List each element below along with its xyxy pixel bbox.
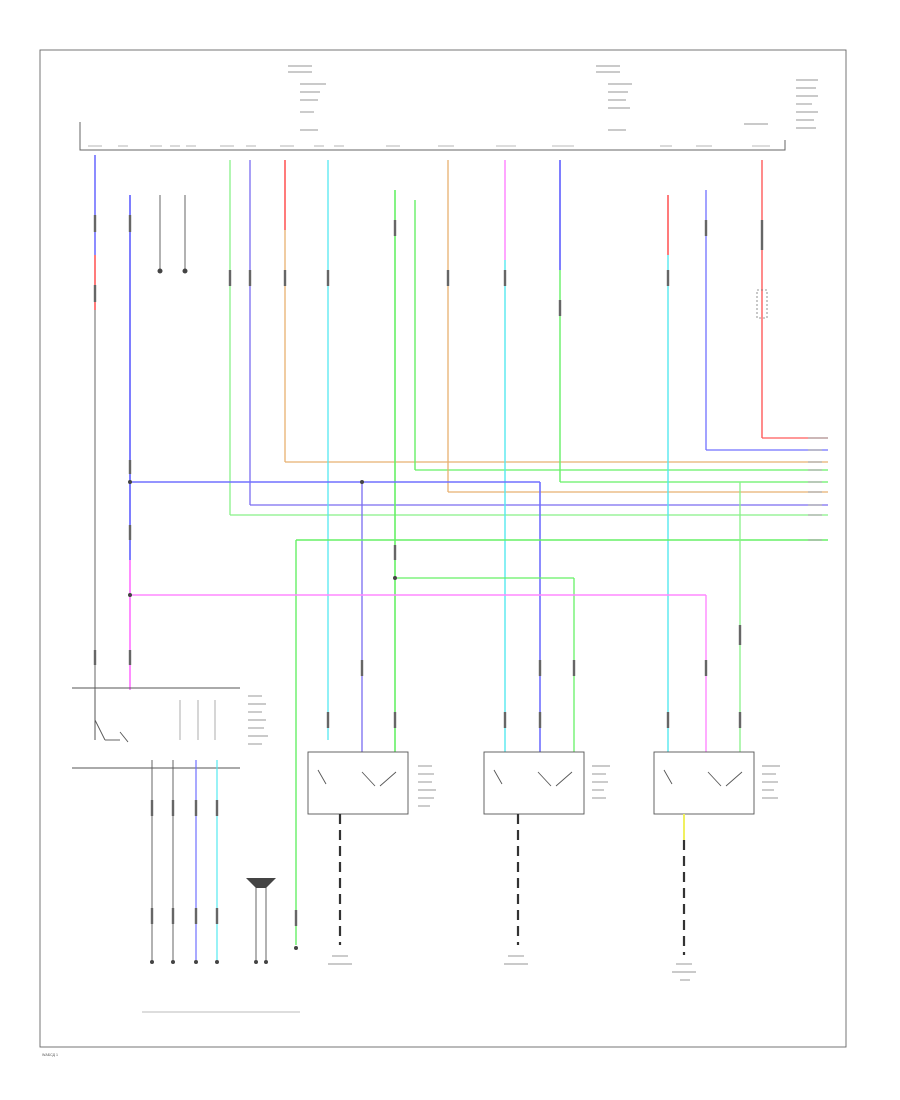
wire-green-cross-lower (295, 539, 828, 945)
wire-col-160 (157, 195, 188, 274)
wire-col-706 (705, 190, 828, 451)
wire-col-415 (414, 200, 828, 471)
wire-green-branch (393, 482, 741, 752)
footer-code: WАБСД 1 (42, 1053, 58, 1057)
wire-col-250 (249, 160, 828, 506)
header-label-right (596, 65, 632, 131)
switch-rear (653, 751, 755, 955)
header-label-corner (744, 79, 818, 129)
header-label-left (288, 65, 326, 131)
switch-front-left (307, 751, 409, 945)
wire-col-762 (761, 160, 828, 439)
lower-left-wires (150, 760, 219, 964)
relay-label (248, 695, 268, 745)
connector-markers (93, 215, 764, 926)
wire-col-560 (559, 160, 828, 483)
fuse-symbol (756, 289, 768, 319)
wire-col-230 (229, 160, 828, 516)
right-edge-connectors (808, 437, 828, 541)
ground-cluster (246, 878, 298, 964)
wire-blue-cross (128, 480, 541, 752)
switch-front-right (483, 751, 585, 945)
top-bus-connector (79, 122, 786, 151)
switch-labels (418, 765, 780, 807)
diagram-frame (39, 49, 847, 1048)
wire-col-285 (284, 160, 828, 463)
main-relay (72, 687, 240, 769)
ground-labels (328, 955, 696, 981)
wire-col-448 (447, 160, 828, 493)
